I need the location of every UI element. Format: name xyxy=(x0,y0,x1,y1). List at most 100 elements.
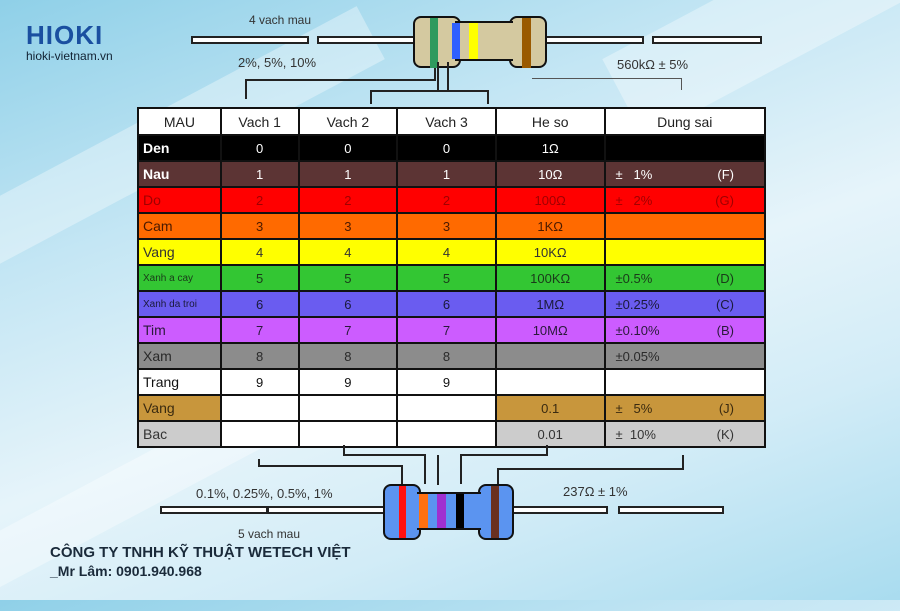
cell-v3: 1 xyxy=(396,160,497,188)
cell-v1 xyxy=(219,394,300,422)
cell-tol: ± 1%(F) xyxy=(603,160,767,188)
tolerance-code: (J) xyxy=(718,400,734,416)
cell-mult: 0.01 xyxy=(494,420,606,448)
cell-v3: 2 xyxy=(396,186,497,214)
cell-v2: 9 xyxy=(297,368,399,396)
cell-tol xyxy=(603,368,767,396)
tolerance-code: (F) xyxy=(717,166,734,182)
cell-mult xyxy=(494,342,606,370)
cell-mult xyxy=(494,368,606,396)
cell-name: Tim xyxy=(137,316,222,344)
cell-name: Do xyxy=(137,186,222,214)
cell-name: Den xyxy=(137,134,222,162)
tolerance-value: ± 10% xyxy=(615,426,656,442)
top-example-value: 560kΩ ± 5% xyxy=(617,57,689,72)
cell-v1: 1 xyxy=(219,160,300,188)
cell-v2 xyxy=(297,394,399,422)
cell-v1: 4 xyxy=(219,238,300,266)
cell-v2 xyxy=(297,420,399,448)
color-band xyxy=(469,23,478,59)
cell-name: Xanh a cay xyxy=(137,264,222,292)
tolerance-value: ±0.10% xyxy=(615,322,660,338)
color-band xyxy=(419,494,428,528)
tolerance-value: ±0.25% xyxy=(615,296,660,312)
cell-v3: 3 xyxy=(396,212,497,240)
bottom-tolerance-options: 0.1%, 0.25%, 0.5%, 1% xyxy=(196,486,333,501)
cell-v2: 2 xyxy=(297,186,399,214)
cell-mult: 100Ω xyxy=(494,186,606,214)
color-band xyxy=(456,494,464,528)
cell-name: Nau xyxy=(137,160,222,188)
company-name: CÔNG TY TNHH KỸ THUẬT WETECH VIỆT xyxy=(50,544,351,561)
cell-name: Vang xyxy=(137,238,222,266)
cell-tol xyxy=(603,134,767,162)
tolerance-value: ±0.5% xyxy=(615,270,653,286)
cell-mult: 1Ω xyxy=(494,134,606,162)
top-resistor-title: 4 vach mau xyxy=(249,13,312,27)
cell-v2: 0 xyxy=(297,134,399,162)
cell-v1: 3 xyxy=(219,212,300,240)
tolerance-code: (B) xyxy=(716,322,734,338)
tolerance-code: (G) xyxy=(715,192,734,208)
cell-v2: 4 xyxy=(297,238,399,266)
cell-tol: ±0.5% (D) xyxy=(603,264,767,292)
tolerance-code: (K) xyxy=(716,426,734,442)
cell-tol: ±0.25%(C) xyxy=(603,290,767,318)
color-band xyxy=(430,18,438,68)
column-header: He so xyxy=(494,107,606,136)
cell-v2: 6 xyxy=(297,290,399,318)
cell-v3 xyxy=(396,420,497,448)
tolerance-value: ± 5% xyxy=(615,400,653,416)
cell-mult: 100KΩ xyxy=(494,264,606,292)
cell-v3: 9 xyxy=(396,368,497,396)
color-band xyxy=(491,486,499,538)
cell-v1 xyxy=(219,420,300,448)
cell-v3 xyxy=(396,394,497,422)
color-band xyxy=(452,23,460,59)
cell-mult: 10Ω xyxy=(494,160,606,188)
cell-v1: 2 xyxy=(219,186,300,214)
cell-v3: 0 xyxy=(396,134,497,162)
color-band xyxy=(399,486,406,538)
column-header: Vach 2 xyxy=(297,107,399,136)
cell-mult: 10MΩ xyxy=(494,316,606,344)
color-band xyxy=(437,494,446,528)
cell-name: Cam xyxy=(137,212,222,240)
cell-v2: 8 xyxy=(297,342,399,370)
cell-name: Xam xyxy=(137,342,222,370)
column-header: MAU xyxy=(137,107,222,136)
cell-name: Trang xyxy=(137,368,222,396)
logo: HIOKI hioki-vietnam.vn xyxy=(26,20,113,63)
cell-v1: 8 xyxy=(219,342,300,370)
cell-v3: 6 xyxy=(396,290,497,318)
column-header: Vach 3 xyxy=(396,107,497,136)
cell-v1: 5 xyxy=(219,264,300,292)
cell-v2: 7 xyxy=(297,316,399,344)
cell-v3: 7 xyxy=(396,316,497,344)
tolerance-code: (D) xyxy=(715,270,734,286)
cell-tol xyxy=(603,212,767,240)
cell-v1: 0 xyxy=(219,134,300,162)
bottom-example-value: 237Ω ± 1% xyxy=(563,484,628,499)
cell-tol: ± 2% (G) xyxy=(603,186,767,214)
cell-name: Xanh da troi xyxy=(137,290,222,318)
cell-tol: ± 5% (J) xyxy=(603,394,767,422)
cell-v3: 5 xyxy=(396,264,497,292)
cell-v1: 7 xyxy=(219,316,300,344)
tolerance-value: ± 2% xyxy=(615,192,653,208)
cell-v3: 4 xyxy=(396,238,497,266)
cell-mult: 10KΩ xyxy=(494,238,606,266)
logo-brand: HIOKI xyxy=(26,20,104,50)
